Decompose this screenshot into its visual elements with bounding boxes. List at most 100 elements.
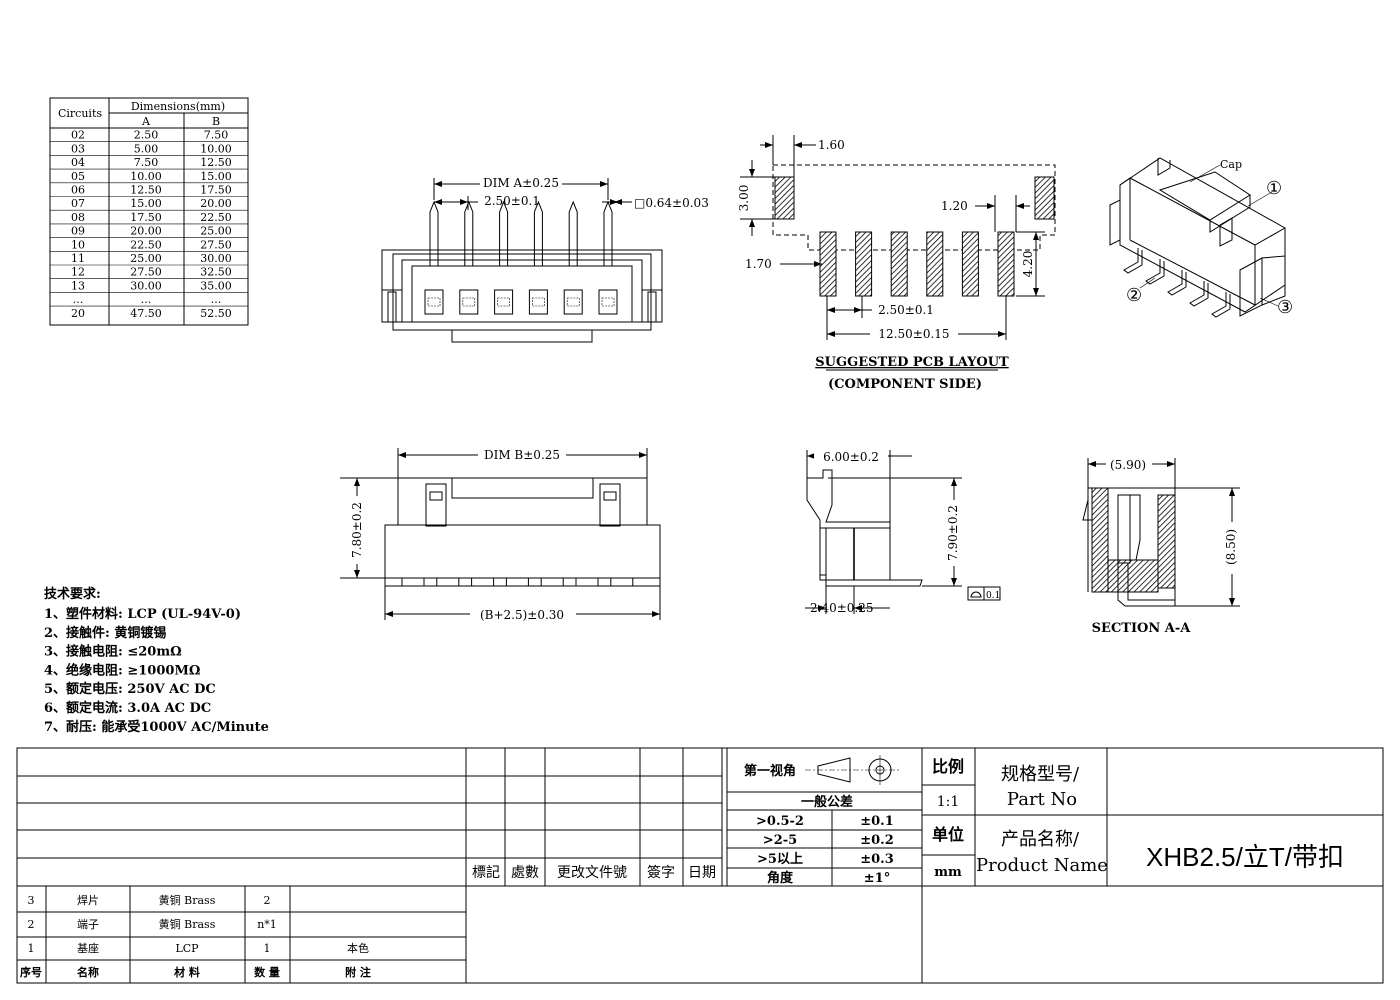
table-cell-a: 47.50 [130,307,162,320]
revision-header: 處數 [511,865,539,881]
product-name-cn: 产品名称/ [1001,829,1080,850]
scale-value: 1:1 [937,794,960,810]
table-cell-a: 20.00 [130,225,162,238]
iso-cap-label: Cap [1220,158,1242,171]
tolerance-value: ±0.3 [860,852,894,867]
title-block: 標記處數更改文件號簽字日期 第一视角 一般公差 >0.5-2±0.1>2-5±0… [16,747,1384,984]
pcb-pad [819,231,837,297]
product-name-en: Product Name [976,855,1108,876]
table-header-a: A [141,115,151,128]
pcb-dim-1-20: 1.20 [941,199,968,213]
revision-header: 簽字 [647,864,675,881]
callout-3: ③ [1277,297,1293,318]
bom-header: 名称 [77,965,99,979]
table-cell-circuits: 04 [71,156,85,169]
bom-cell: 2 [264,894,271,907]
requirement-item: 3、接触电阻: ≤20mΩ [44,644,182,660]
iso-view: Cap ① ② ③ [1109,157,1293,318]
requirement-item: 4、绝缘电阻: ≥1000MΩ [44,662,200,678]
pcb-peg-left [774,176,795,220]
front-lead [540,577,564,587]
part-no-cn: 规格型号/ [1001,764,1080,785]
table-cell-b: 7.50 [204,129,229,142]
table-cell-b: 12.50 [200,156,232,169]
iso-lead [1211,292,1231,318]
pcb-pad [855,231,873,297]
table-cell-circuits: 07 [71,197,85,210]
side-height-label: 7.90±0.2 [946,505,960,561]
table-cell-a: 25.00 [130,252,162,265]
top-pin-contact [566,297,580,307]
front-height-label: 7.80±0.2 [350,502,364,558]
requirement-item: 7、耐压: 能承受1000V AC/Minute [44,719,269,735]
bom-cell: 焊片 [77,893,99,907]
bom-header: 材 料 [174,965,200,979]
top-pin [603,200,613,266]
pcb-dim-4-20: 4.20 [1021,251,1035,278]
top-pin-socket [494,289,514,315]
pcb-layout-subtitle: (COMPONENT SIDE) [828,377,982,392]
table-cell-circuits: 05 [71,170,85,183]
top-pin [429,200,439,266]
table-cell-b: 35.00 [200,279,232,292]
pcb-dim-1-60: 1.60 [818,138,845,152]
table-cell-b: 30.00 [200,252,232,265]
front-lead [575,577,599,587]
section-view: (5.90) (8.50) SECTION A-A [1082,456,1240,636]
bom-cell: 本色 [347,941,369,955]
pcb-dim-1-70: 1.70 [745,257,772,271]
section-height-label: (8.50) [1224,529,1238,565]
table-cell-a: 30.00 [130,279,162,292]
requirements-title: 技术要求: [44,586,101,602]
top-pin-socket [528,289,548,315]
top-pin-contact [427,297,441,307]
iso-lead [1189,281,1209,307]
table-cell-circuits: 12 [71,266,85,279]
pcb-pad [890,231,908,297]
bom-header: 序号 [20,965,42,979]
top-pin-contact [601,297,615,307]
front-width-label: (B+2.5)±0.30 [480,608,564,622]
top-view: DIM A±0.25 2.50±0.1 □0.64±0.03 [381,175,709,343]
product-name-value: XHB2.5/立T/带扣 [1146,842,1344,872]
pcb-total-label: 12.50±0.15 [878,327,949,341]
front-lead [471,577,495,587]
pcb-dim-3-00: 3.00 [737,185,751,212]
tolerance-title: 一般公差 [801,794,853,810]
top-pin-socket [598,289,618,315]
section-label: SECTION A-A [1092,621,1192,636]
bom-cell: 1 [264,942,271,955]
table-cell-circuits: 02 [71,129,85,142]
flatness-value: 0.1 [986,591,1000,601]
dim-b-label: DIM B±0.25 [484,448,560,462]
table-cell-circuits: 11 [71,252,85,265]
top-pin-socket [424,289,444,315]
iso-leads [1123,248,1231,318]
top-pin-socket [563,289,583,315]
bom-cell: 3 [28,894,35,907]
part-no-en: Part No [1007,789,1077,810]
table-cell-circuits: ... [73,293,84,306]
side-view: 6.00±0.2 7.90±0.2 2.40±0.25 0.1 [805,448,1001,615]
bom-cell: 2 [28,918,35,931]
revision-header: 更改文件號 [557,865,627,881]
table-cell-b: 10.00 [200,142,232,155]
unit-label: 单位 [932,825,964,844]
tolerance-value: ±1° [864,871,890,886]
iso-lead [1123,248,1143,274]
requirement-item: 5、额定电压: 250V AC DC [44,681,216,697]
front-leads [401,577,634,587]
front-lead [401,577,425,587]
table-cell-a: 10.00 [130,170,162,183]
table-cell-b: 20.00 [200,197,232,210]
table-cell-a: 22.50 [130,238,162,251]
revision-headers: 標記處數更改文件號簽字日期 [472,864,716,881]
bom-cell: 基座 [77,941,99,955]
tolerance-value: ±0.1 [860,814,894,829]
tolerance-range: 角度 [767,870,794,886]
table-cell-circuits: 20 [71,307,85,320]
pcb-pad [926,231,944,297]
